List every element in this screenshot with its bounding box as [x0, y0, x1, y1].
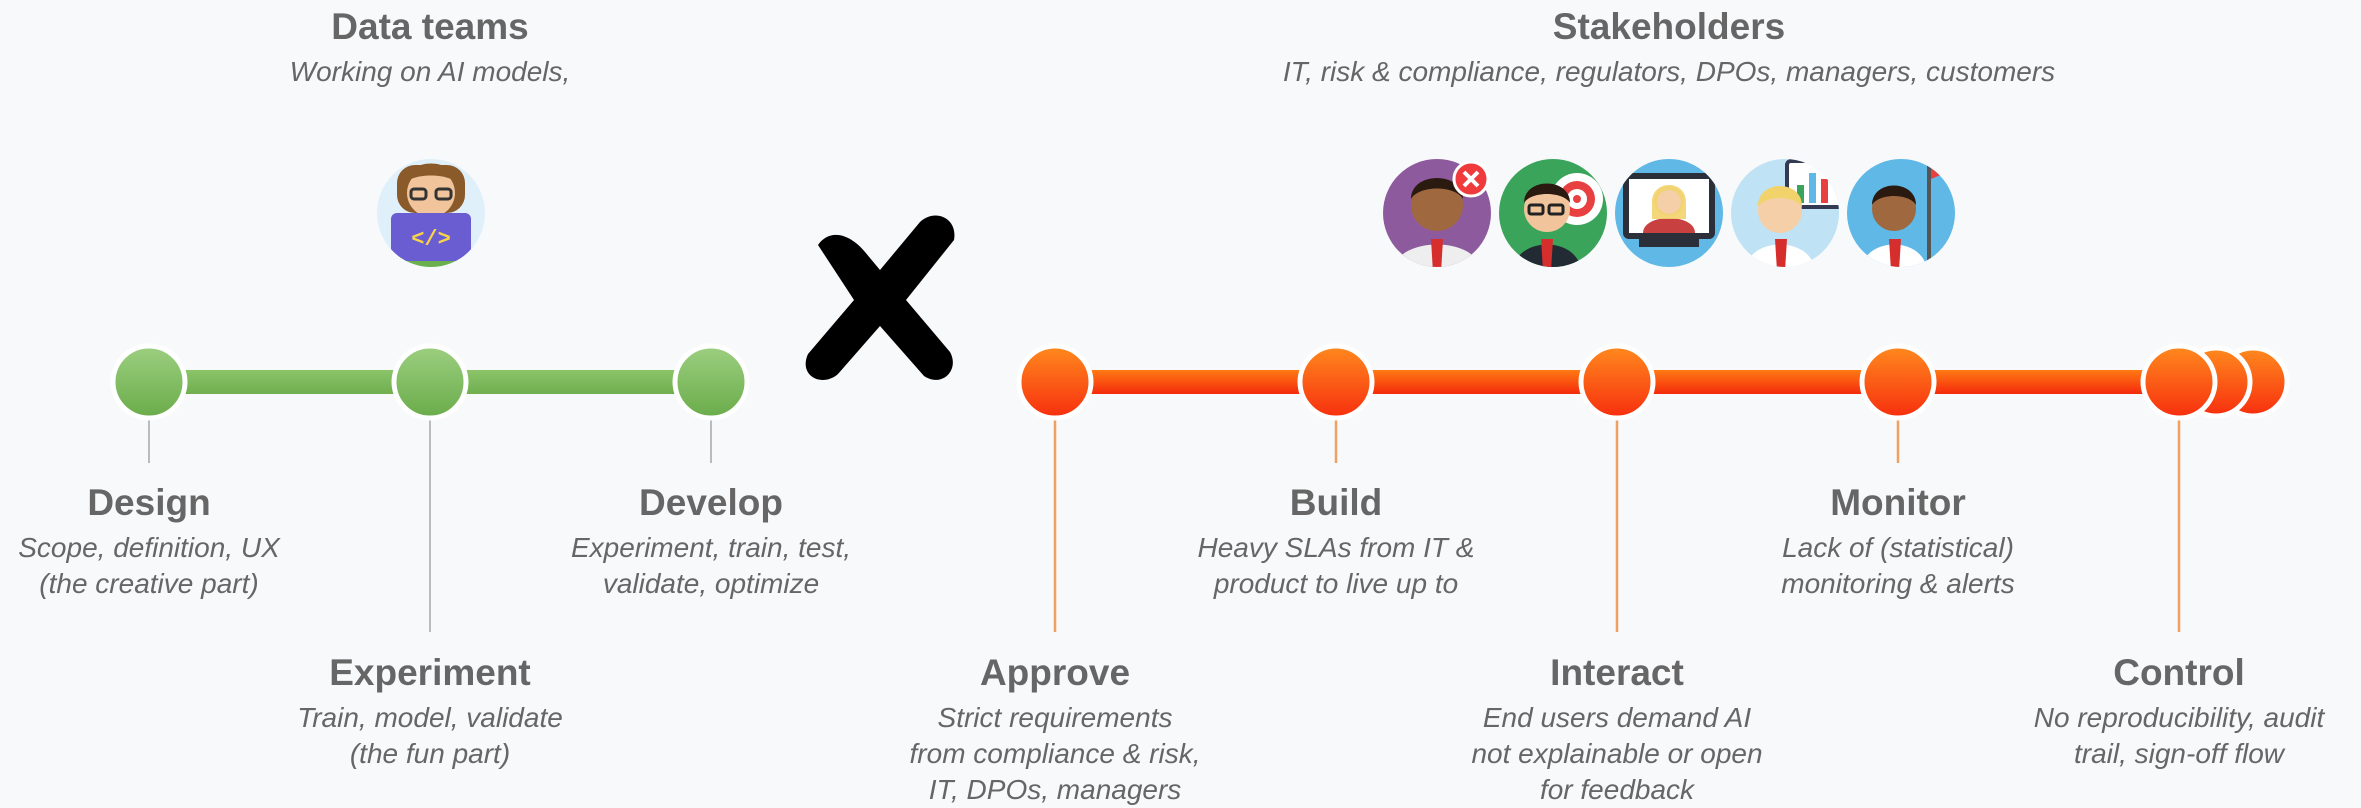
stage-title: Design [87, 482, 211, 523]
data-teams-header: Data teams Working on AI models, [290, 6, 571, 90]
stakeholders-subtitle: IT, risk & compliance, regulators, DPOs,… [1282, 56, 2056, 87]
rejecting-person-avatar-icon [1383, 159, 1491, 267]
stakeholders-header: Stakeholders IT, risk & compliance, regu… [1283, 6, 2055, 90]
stakeholders-title: Stakeholders [1552, 6, 1786, 47]
stage-title: Build [1289, 482, 1383, 523]
stage-description-line: product to live up to [1213, 568, 1459, 599]
approve-node [1016, 343, 1094, 421]
stage-description-line: from compliance & risk, [909, 738, 1201, 769]
control-node [2140, 343, 2218, 421]
stage-title: Develop [639, 482, 783, 523]
data-teams-title: Data teams [331, 6, 529, 47]
experiment-node [391, 343, 469, 421]
stage-description-line: IT, DPOs, managers [928, 774, 1182, 805]
stage-title: Monitor [1830, 482, 1966, 523]
stage-description-line: Train, model, validate [297, 702, 563, 733]
stage-develop: Develop Experiment, train, test, validat… [571, 482, 851, 602]
stage-description-line: (the fun part) [349, 738, 511, 769]
svg-text:</>: </> [411, 227, 451, 252]
stage-description-line: End users demand AI [1482, 702, 1752, 733]
stage-description-line: monitoring & alerts [1781, 568, 2015, 599]
interact-node [1578, 343, 1656, 421]
video-call-person-avatar-icon [1615, 159, 1723, 267]
build-node [1297, 343, 1375, 421]
stage-description-line: Strict requirements [937, 702, 1173, 733]
stage-title: Control [2113, 652, 2245, 693]
stage-control: Control No reproducibility, audit trail,… [2034, 652, 2325, 772]
stage-description-line: trail, sign-off flow [2073, 738, 2285, 769]
stage-build: Build Heavy SLAs from IT & product to li… [1198, 482, 1475, 602]
design-node [110, 343, 188, 421]
develop-node [672, 343, 750, 421]
stage-description-line: not explainable or open [1471, 738, 1763, 769]
stage-description-line: (the creative part) [39, 568, 259, 599]
stage-title: Experiment [329, 652, 531, 693]
stage-description-line: Heavy SLAs from IT & [1197, 532, 1475, 563]
cross-mark-icon [805, 215, 955, 381]
stage-description-line: No reproducibility, audit [2033, 702, 2325, 733]
stage-monitor: Monitor Lack of (statistical) monitoring… [1781, 482, 2014, 602]
analytics-person-avatar-icon [1731, 159, 1839, 267]
data-teams-subtitle: Working on AI models, [289, 56, 571, 87]
flag-person-avatar-icon [1847, 159, 1955, 267]
stage-title: Interact [1550, 652, 1684, 693]
stage-description-line: for feedback [1539, 774, 1695, 805]
stage-description-line: Lack of (statistical) [1782, 532, 2014, 563]
developer-avatar-icon: </> [377, 159, 485, 267]
stage-description-line: Experiment, train, test, [570, 532, 852, 563]
stage-description-line: Scope, definition, UX [18, 532, 280, 563]
stage-experiment: Experiment Train, model, validate (the f… [297, 652, 563, 772]
monitor-node [1859, 343, 1937, 421]
stage-interact: Interact End users demand AI not explain… [1471, 652, 1762, 808]
stage-design: Design Scope, definition, UX (the creati… [18, 482, 280, 602]
target-business-person-avatar-icon [1499, 159, 1607, 267]
stage-approve: Approve Strict requirements from complia… [910, 652, 1201, 808]
stage-title: Approve [979, 652, 1131, 693]
stage-description-line: validate, optimize [602, 568, 820, 599]
